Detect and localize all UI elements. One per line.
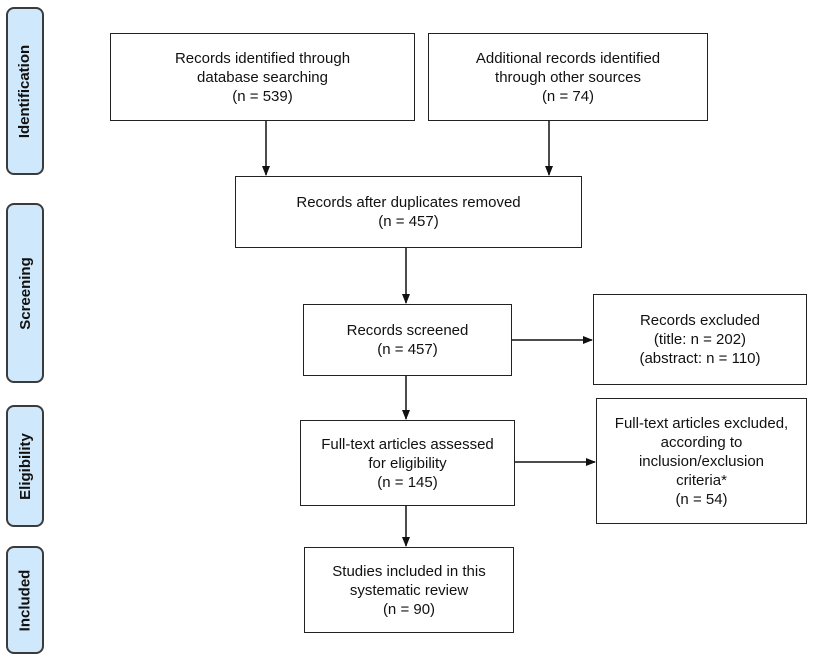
stage-included: Included <box>6 546 44 654</box>
box-fulltext-excluded: Full-text articles excluded, according t… <box>596 398 807 524</box>
box-line: (n = 539) <box>232 87 293 105</box>
box-line: Studies included in this <box>332 562 486 580</box>
box-line: Full-text articles excluded, <box>614 414 789 432</box>
box-fulltext-assessed: Full-text articles assessed for eligibil… <box>300 420 515 506</box>
box-line: (title: n = 202) <box>653 331 747 348</box>
box-line: criteria* <box>676 471 727 489</box>
box-line: (n = 54) <box>675 490 728 508</box>
box-line: Records screened <box>346 322 469 339</box>
box-line: Records after duplicates removed <box>296 194 521 211</box>
box-records-excluded: Records excluded (title: n = 202) (abstr… <box>593 294 807 385</box>
box-line: for eligibility <box>368 454 447 472</box>
box-line: according to <box>660 433 743 451</box>
stage-identification: Identification <box>6 7 44 175</box>
box-line: Records excluded <box>639 312 761 329</box>
box-line: Full-text articles assessed <box>321 435 494 453</box>
box-line: through other sources <box>495 68 641 86</box>
box-line: (n = 457) <box>378 213 439 230</box>
box-line: (abstract: n = 110) <box>639 350 761 367</box>
box-records-screened: Records screened (n = 457) <box>303 304 512 376</box>
stage-screening: Screening <box>6 203 44 383</box>
box-line: systematic review <box>349 581 469 599</box>
box-duplicates-removed: Records after duplicates removed (n = 45… <box>235 176 582 248</box>
box-line: (n = 145) <box>377 473 438 491</box>
box-database-records: Records identified through database sear… <box>110 33 415 121</box>
box-line: (n = 90) <box>382 600 436 618</box>
box-other-sources: Additional records identified through ot… <box>428 33 708 121</box>
box-line: Records identified through <box>174 49 351 67</box>
box-line: (n = 74) <box>541 87 595 105</box>
box-studies-included: Studies included in this systematic revi… <box>304 547 514 633</box>
box-line: database searching <box>197 68 328 86</box>
box-line: (n = 457) <box>377 341 438 358</box>
box-line: inclusion/exclusion <box>638 452 765 470</box>
box-line: Additional records identified <box>475 49 661 67</box>
stage-eligibility: Eligibility <box>6 405 44 527</box>
